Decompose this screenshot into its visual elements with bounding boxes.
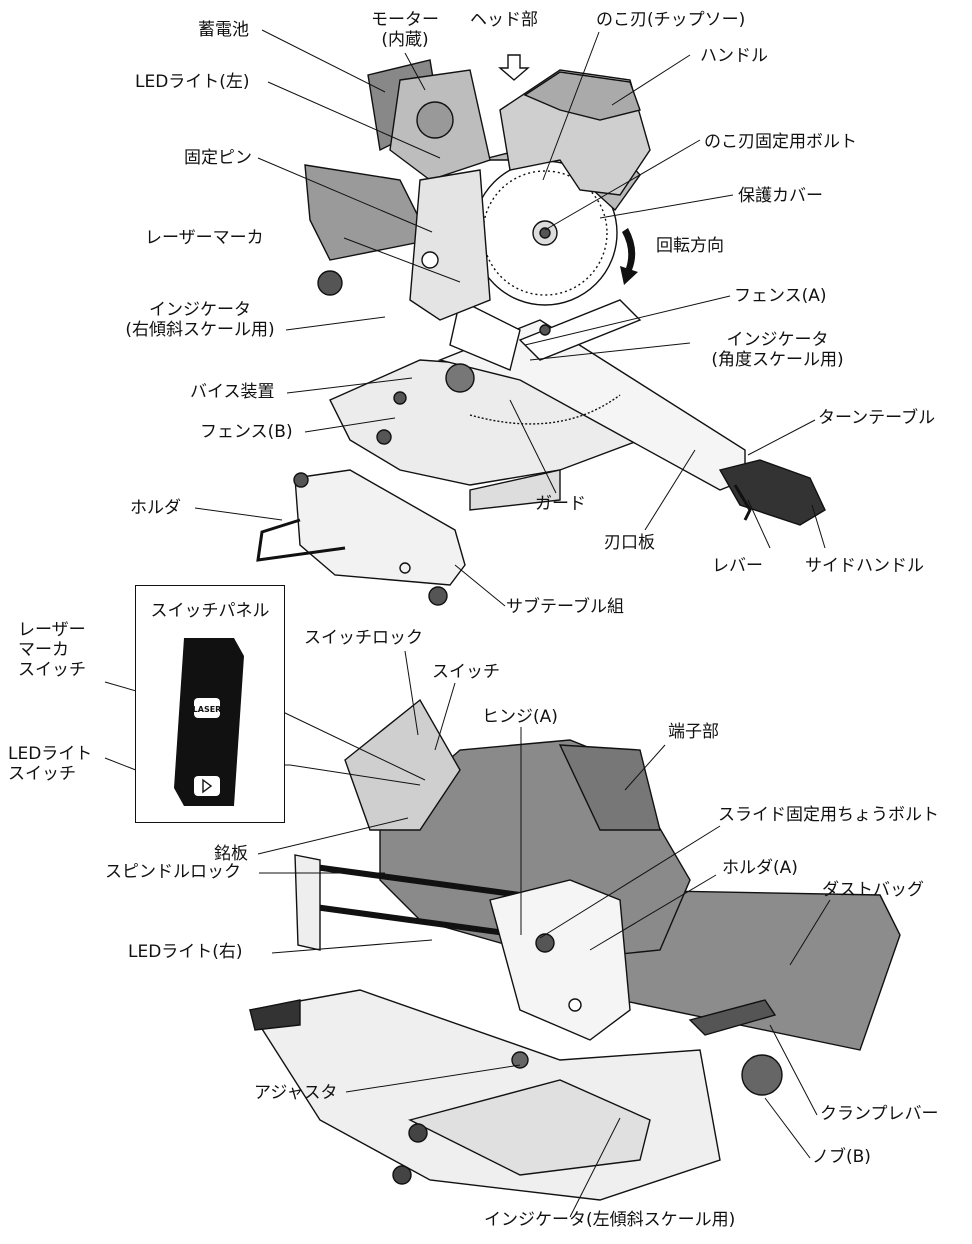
label-dust-bag: ダストバッグ: [822, 880, 924, 900]
label-handle: ハンドル: [700, 46, 768, 66]
label-adjuster: アジャスタ: [254, 1083, 338, 1103]
label-nameplate: 銘板: [214, 844, 248, 864]
label-laser-switch-line2: マーカ: [18, 640, 69, 660]
label-side-handle: サイドハンドル: [805, 556, 924, 576]
laser-button-text: LASER: [193, 705, 222, 714]
label-indicator-angle: インジケータ (角度スケール用): [690, 330, 865, 370]
label-head: ヘッド部: [470, 10, 538, 30]
label-indicator-left: インジケータ(左傾斜スケール用): [484, 1210, 736, 1230]
knob-b-shape: [741, 1054, 783, 1096]
label-led-switch-line1: LEDライト: [8, 744, 93, 764]
laser-switch-button: [194, 698, 220, 718]
label-indicator-angle-line1: インジケータ: [726, 330, 829, 350]
label-blade: のこ刃(チップソー): [596, 10, 746, 30]
label-indicator-angle-line2: (角度スケール用): [711, 350, 844, 370]
label-slide-bolt: スライド固定用ちょうボルト: [718, 805, 939, 825]
switch-panel-plate: [174, 638, 244, 806]
switch-panel-box: スイッチパネル LASER: [135, 585, 285, 823]
led-switch-button: [194, 776, 220, 796]
label-holder-a: ホルダ(A): [722, 858, 798, 878]
label-kerf-plate: 刃口板: [604, 533, 655, 553]
label-sub-table: サブテーブル組: [506, 597, 624, 617]
holder-loop: [256, 518, 346, 562]
label-motor-line1: モーター: [371, 10, 439, 30]
dust-chute: [304, 164, 432, 261]
label-indicator-right-line2: (右傾斜スケール用): [125, 320, 275, 340]
switch-panel-title: スイッチパネル: [150, 601, 270, 621]
label-hinge-a: ヒンジ(A): [482, 707, 558, 727]
label-rotation: 回転方向: [656, 236, 724, 256]
label-indicator-right: インジケータ (右傾斜スケール用): [105, 300, 295, 340]
label-holder: ホルダ: [130, 498, 181, 518]
label-switch-lock: スイッチロック: [304, 628, 423, 648]
head-direction-arrow: [498, 54, 530, 81]
label-laser-marker: レーザーマーカ: [145, 228, 264, 248]
label-laser-switch-line1: レーザー: [18, 620, 86, 640]
label-switch: スイッチ: [432, 662, 500, 682]
label-laser-switch: レーザー マーカ スイッチ: [18, 620, 86, 680]
label-clamp-lever: クランプレバー: [820, 1104, 939, 1124]
switch-panel-drawing: LASER: [174, 638, 244, 806]
label-spindle-lock: スピンドルロック: [105, 862, 241, 882]
label-led-right: LEDライト(右): [128, 942, 243, 962]
label-guard-cover: 保護カバー: [738, 186, 823, 206]
label-blade-bolt: のこ刃固定用ボルト: [704, 132, 857, 152]
label-battery: 蓄電池: [198, 20, 249, 40]
label-lever: レバー: [712, 556, 763, 576]
label-turntable: ターンテーブル: [818, 408, 936, 428]
label-fixing-pin: 固定ピン: [184, 148, 252, 168]
label-indicator-right-line1: インジケータ: [149, 300, 251, 320]
label-motor-line2: (内蔵): [381, 30, 429, 50]
label-led-switch: LEDライト スイッチ: [8, 744, 92, 784]
label-led-left: LEDライト(左): [135, 72, 250, 92]
rotation-arrow: [620, 228, 638, 285]
label-guard: ガード: [535, 494, 586, 514]
label-terminal: 端子部: [668, 722, 719, 742]
sub-table-shape: [294, 469, 466, 586]
label-fence-a: フェンス(A): [734, 286, 827, 306]
label-led-switch-line2: スイッチ: [8, 764, 76, 784]
label-fence-b: フェンス(B): [200, 422, 293, 442]
led-lamp-icon: [202, 778, 213, 794]
label-motor: モーター (内蔵): [360, 10, 450, 50]
label-laser-switch-line3: スイッチ: [18, 660, 86, 680]
label-knob-b: ノブ(B): [812, 1147, 871, 1167]
label-vise: バイス装置: [190, 382, 275, 402]
hinge-block: [489, 879, 631, 1041]
